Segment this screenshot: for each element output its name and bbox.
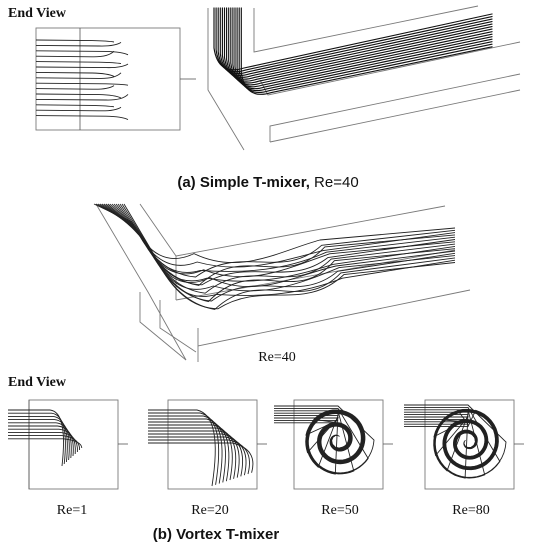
- middle-wall-mid: [175, 249, 456, 301]
- panel-frame: [293, 399, 384, 490]
- bottom-end-view-label: End View: [8, 375, 67, 390]
- end-view-streamline: [35, 104, 115, 108]
- bottom-caption: (b) Vortex T-mixer: [153, 526, 280, 543]
- end-view-streamline: [148, 418, 226, 483]
- channel-streamline: [215, 7, 493, 73]
- end-view-streamline: [148, 424, 233, 481]
- top-channel-wall-left: [207, 8, 245, 151]
- mixer-streamline: [99, 203, 456, 286]
- top-end-view-streamlines: [35, 39, 129, 121]
- top-channel-wall-inner: [253, 5, 479, 53]
- panel-label-re50: Re=50: [321, 503, 358, 518]
- end-view-streamline: [8, 435, 81, 451]
- mixer-streamline: [105, 203, 456, 278]
- top-caption: (a) Simple T-mixer, Re=40: [177, 174, 358, 191]
- panel-streamlines: [274, 405, 375, 475]
- vortex-streamline: [274, 410, 364, 468]
- end-view-panel-re80: [404, 399, 524, 490]
- panel-label-re80: Re=80: [452, 503, 489, 518]
- end-view-streamline: [8, 438, 83, 449]
- panel-label-re1: Re=1: [57, 503, 87, 518]
- panel-streamlines: [8, 409, 83, 467]
- end-view-panel-re50: [274, 399, 393, 490]
- top-end-view-label: End View: [8, 6, 67, 21]
- end-view-panel-re1: [8, 399, 128, 490]
- channel-streamline: [213, 7, 493, 71]
- middle-channel-3d: [93, 203, 471, 362]
- end-view-streamline: [35, 106, 122, 112]
- end-view-streamline: [8, 409, 64, 467]
- end-view-streamline: [35, 63, 129, 69]
- panel-label-re20: Re=20: [191, 503, 228, 518]
- middle-re-label: Re=40: [258, 350, 295, 365]
- end-view-streamline: [35, 85, 115, 90]
- middle-wall-step1: [139, 292, 187, 361]
- top-channel-3d: [207, 5, 521, 151]
- end-view-streamline: [8, 412, 66, 465]
- end-view-streamline: [8, 428, 76, 455]
- end-view-streamline: [35, 50, 129, 56]
- mixer-streamline: [95, 203, 456, 278]
- vortex-streamline: [404, 409, 497, 479]
- end-view-streamline: [35, 42, 122, 47]
- end-view-streamline: [8, 422, 72, 459]
- end-view-streamline: [35, 115, 129, 121]
- end-view-streamline: [35, 82, 129, 86]
- end-view-streamline: [35, 93, 122, 99]
- middle-wall-inner: [139, 203, 177, 300]
- vortex-streamline: [274, 410, 365, 464]
- mixer-streamline: [117, 203, 456, 292]
- mixer-streamline: [113, 203, 456, 287]
- mixer-streamline: [119, 203, 456, 310]
- channel-streamline: [240, 7, 493, 95]
- vortex-streamline: [274, 405, 375, 474]
- mixer-streamline: [123, 203, 456, 310]
- vortex-streamline: [274, 409, 366, 465]
- panel-frame: [424, 399, 515, 490]
- middle-wall-bottom: [197, 289, 471, 347]
- end-view-streamline: [35, 39, 115, 43]
- mixer-streamline: [107, 203, 456, 294]
- top-channel-streamlines: [213, 7, 493, 95]
- top-end-view-panel: [35, 27, 196, 131]
- end-view-streamline: [148, 439, 250, 475]
- vortex-streamline: [274, 407, 369, 474]
- end-view-streamline: [35, 50, 115, 58]
- panel-streamlines: [148, 409, 254, 487]
- middle-wall-step2: [159, 300, 197, 353]
- vortex-streamline: [404, 409, 499, 471]
- end-view-streamline: [35, 71, 115, 77]
- end-view-streamline: [148, 412, 220, 485]
- middle-wall-top: [175, 205, 446, 257]
- top-caption-re: Re=40: [310, 174, 359, 191]
- mixer-streamline: [121, 203, 456, 297]
- end-view-streamline: [148, 415, 223, 484]
- end-view-panel-re20: [148, 399, 267, 490]
- top-channel-wall-bottom: [269, 73, 521, 142]
- end-view-streamline: [35, 61, 122, 65]
- end-view-streamline: [35, 72, 122, 79]
- panel-streamlines: [404, 404, 507, 479]
- middle-streamlines: [93, 203, 456, 310]
- end-view-streamline: [148, 430, 240, 478]
- end-view-streamline: [148, 442, 254, 473]
- top-caption-prefix: (a) Simple T-mixer,: [177, 174, 310, 191]
- vortex-streamline: [274, 410, 363, 475]
- end-view-streamline: [8, 431, 78, 453]
- top-end-view-frame: [35, 27, 181, 131]
- panel-frame: [167, 399, 258, 490]
- end-view-streamline: [35, 94, 129, 101]
- end-view-streamline: [148, 436, 247, 476]
- top-channel-wall-base: [269, 89, 521, 143]
- mixer-streamline: [103, 203, 456, 286]
- end-view-streamline: [148, 409, 216, 487]
